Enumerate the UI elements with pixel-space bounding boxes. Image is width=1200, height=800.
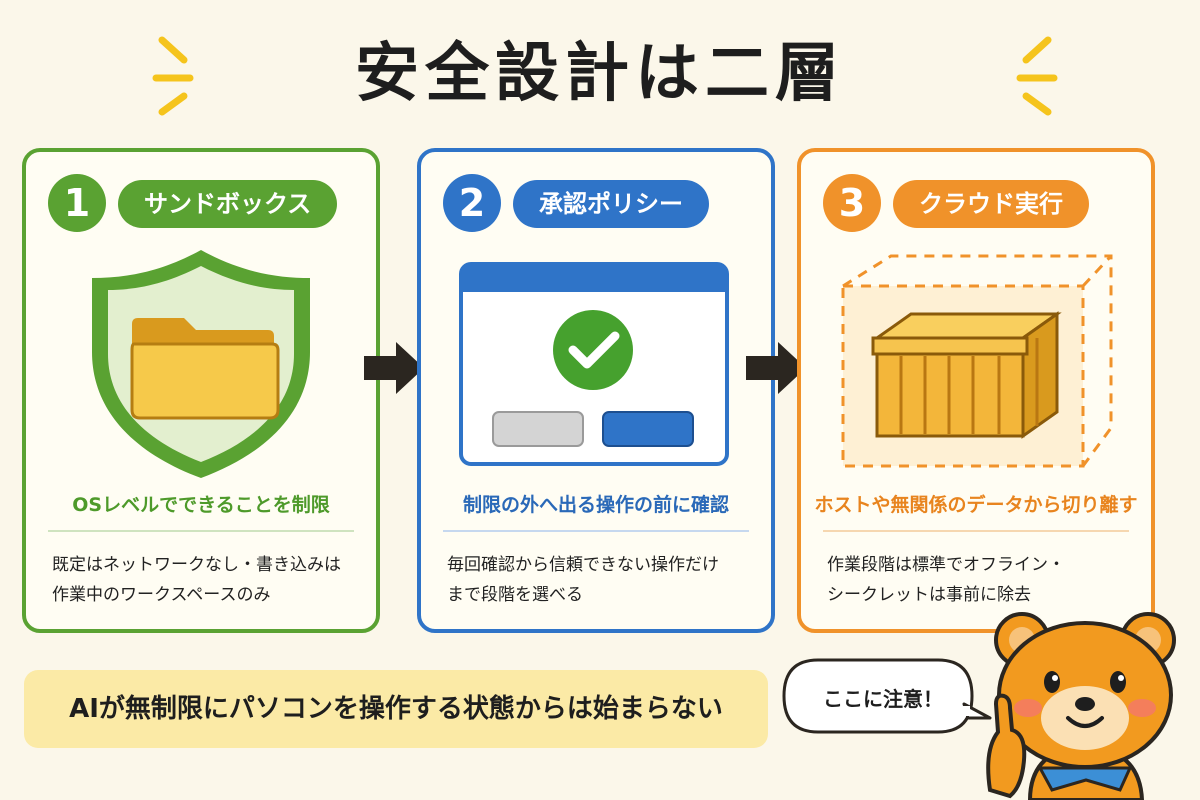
step-heading: ホストや無関係のデータから切り離す xyxy=(814,494,1138,516)
step-number: 3 xyxy=(823,174,881,232)
step-panel-cloud: 3 クラウド実行 ホストや無関係のデータから切り離す 作業段階は標準でオフライン… xyxy=(797,148,1155,633)
step-number: 1 xyxy=(48,174,106,232)
step-panel-approval: 2 承認ポリシー 制限の外へ出る操作の前に確認 毎回確認から信頼できない操作だけ… xyxy=(417,148,775,633)
shield-folder-icon xyxy=(92,250,310,478)
step-heading: OSレベルでできることを制限 xyxy=(72,494,330,516)
speech-bubble-icon xyxy=(782,658,992,734)
divider xyxy=(443,530,749,532)
arrow-right-icon xyxy=(746,342,806,394)
step-label: サンドボックス xyxy=(118,180,338,228)
step-label: 承認ポリシー xyxy=(513,180,709,228)
step-number: 2 xyxy=(443,174,501,232)
approval-dialog-icon xyxy=(459,262,729,466)
summary-banner: AIが無制限にパソコンを操作する状態からは始まらない xyxy=(24,670,768,748)
step-label: クラウド実行 xyxy=(893,180,1089,228)
step-panel-sandbox: 1 サンドボックス OSレベルでできることを制限 既定はネットワークなし・書き込… xyxy=(22,148,380,633)
sparkle-right-icon xyxy=(1016,36,1058,116)
page-title: 安全設計は二層 xyxy=(355,37,845,111)
step-description: 既定はネットワークなし・書き込みは 作業中のワークスペースのみ xyxy=(52,555,341,605)
divider xyxy=(48,530,354,532)
callout-text: ここに注意！ xyxy=(823,687,943,711)
sparkle-left-icon xyxy=(152,36,194,116)
step-description: 作業段階は標準でオフライン・ シークレットは事前に除去 xyxy=(827,555,1065,605)
isolated-box-icon xyxy=(841,254,1113,468)
bear-mascot-icon xyxy=(986,612,1176,800)
step-heading: 制限の外へ出る操作の前に確認 xyxy=(462,494,729,516)
divider xyxy=(823,530,1129,532)
step-description: 毎回確認から信頼できない操作だけ まで段階を選べる xyxy=(447,555,719,605)
arrow-right-icon xyxy=(364,342,424,394)
